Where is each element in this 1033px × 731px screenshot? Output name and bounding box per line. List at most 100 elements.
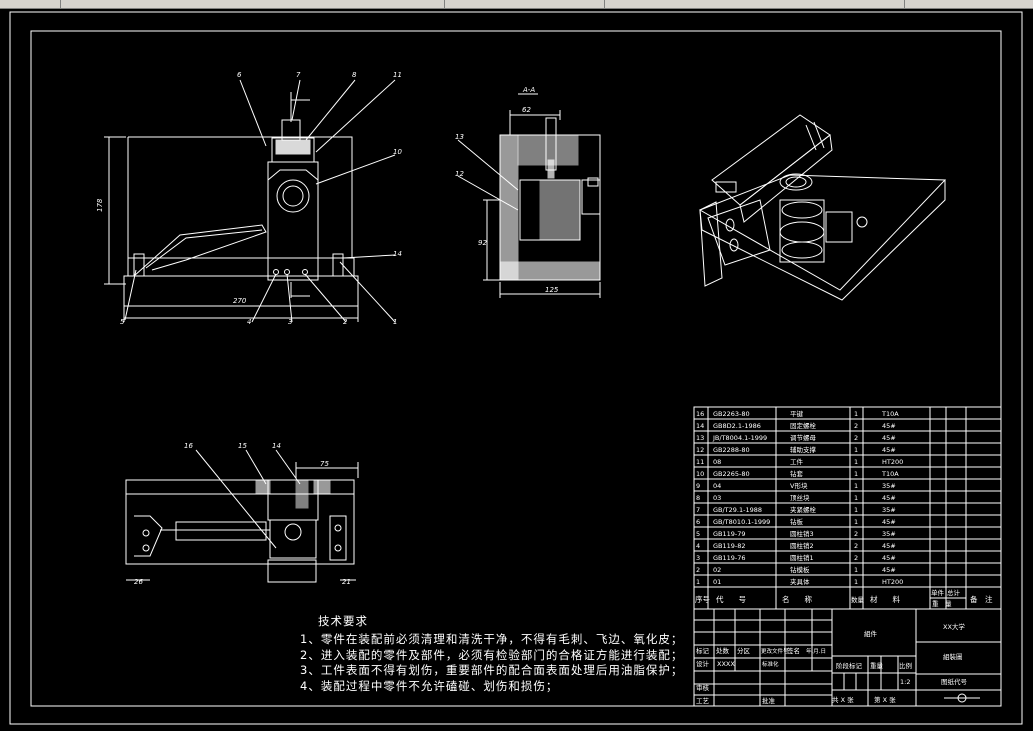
bom-cell-qty: 2 — [854, 554, 858, 562]
bom-cell-code: 02 — [713, 566, 721, 574]
bom-cell-name: V形块 — [790, 481, 808, 490]
bom-cell-qty: 1 — [854, 518, 858, 526]
bom-cell-name: 夹具体 — [790, 577, 810, 586]
bom-cell-no: 5 — [696, 530, 700, 538]
bom-cell-code: GB119-82 — [713, 542, 746, 550]
front-width-dim: 270 — [233, 297, 247, 305]
callout-5: 5 — [120, 318, 125, 326]
bom-cell-qty: 1 — [854, 506, 858, 514]
bom-cell-material: 45# — [882, 554, 896, 562]
bom-cell-code: GB/T29.1-1988 — [713, 506, 762, 514]
bom-cell-code: GB2263-80 — [713, 410, 750, 418]
bom-cell-name: 调节螺母 — [790, 433, 817, 442]
assembly-name: 組件 — [864, 629, 878, 638]
bom-header-qty: 数量 — [851, 595, 865, 604]
bom-cell-material: 45# — [882, 446, 896, 454]
approve-label: 批准 — [762, 696, 776, 705]
bom-cell-qty: 1 — [854, 494, 858, 502]
bom-cell-material: 45# — [882, 542, 896, 550]
signature-label: 签名 — [787, 646, 800, 655]
technical-requirements: 技术要求 1、零件在装配前必须清理和清洗干净，不得有毛刺、飞边、氧化皮； 2、进… — [300, 613, 683, 694]
bom-cell-no: 4 — [696, 542, 700, 550]
bom-cell-code: 04 — [713, 482, 721, 490]
drawing-frame — [30, 30, 1002, 707]
top-view — [125, 449, 359, 583]
bom-cell-qty: 1 — [854, 578, 858, 586]
bom-cell-material: 45# — [882, 566, 896, 574]
callout-8: 8 — [352, 71, 357, 79]
bom-cell-name: 辅助支撑 — [790, 445, 817, 454]
school-name: XX大学 — [943, 622, 965, 631]
document-tab-1[interactable] — [0, 0, 61, 8]
top-callout-14: 14 — [272, 442, 281, 450]
bom-cell-code: 03 — [713, 494, 721, 502]
callout-14: 14 — [393, 250, 402, 258]
scale-value: 1:2 — [900, 678, 910, 686]
bom-header-note: 备 注 — [970, 594, 993, 604]
bom-cell-no: 13 — [696, 434, 704, 442]
mark-label: 标记 — [696, 646, 710, 655]
bom-cell-name: 钻模板 — [790, 565, 810, 574]
bom-cell-no: 8 — [696, 494, 700, 502]
section-left-dim: 92 — [478, 239, 487, 247]
bom-cell-qty: 1 — [854, 458, 858, 466]
bom-cell-code: GB8D2.1-1986 — [713, 422, 761, 430]
bom-cell-no: 9 — [696, 482, 700, 490]
change-doc-label: 更改文件号 — [761, 647, 789, 655]
bom-cell-material: 45# — [882, 422, 896, 430]
bom-cell-qty: 1 — [854, 446, 858, 454]
process-label: 工艺 — [696, 697, 710, 705]
bom-cell-material: 45# — [882, 434, 896, 442]
stage-label: 阶段标记 — [836, 661, 863, 670]
bom-cell-no: 16 — [696, 410, 704, 418]
bom-cell-name: 圆柱销2 — [790, 541, 814, 550]
tech-requirement-1: 1、零件在装配前必须清理和清洗干净，不得有毛刺、飞边、氧化皮； — [300, 632, 684, 646]
section-top-dim: 62 — [522, 106, 531, 114]
bom-cell-no: 11 — [696, 458, 704, 466]
front-view — [104, 79, 396, 323]
top-callout-15: 15 — [238, 442, 247, 450]
tech-requirements-title: 技术要求 — [318, 614, 368, 628]
callout-3: 3 — [288, 318, 292, 326]
bom-cell-material: 35# — [882, 506, 896, 514]
tech-requirement-3: 3、工件表面不得有划伤，重要部件的配合面表面处理后用油脂保护； — [300, 663, 684, 677]
top-left-dim: 26 — [134, 578, 143, 586]
bom-header-code: 代 号 — [716, 594, 746, 604]
count-label: 处数 — [716, 646, 730, 655]
tech-requirement-4: 4、装配过程中零件不允许磕碰、划伤和损伤； — [300, 678, 559, 693]
callout-6: 6 — [237, 71, 242, 79]
bom-cell-code: GB2265-80 — [713, 470, 750, 478]
zone-label: 分区 — [737, 646, 751, 655]
bom-cell-name: 固定螺栓 — [790, 421, 817, 430]
bom-cell-name: 圆柱销3 — [790, 529, 814, 538]
bom-cell-name: 工件 — [790, 457, 804, 466]
bom-cell-qty: 1 — [854, 482, 858, 490]
bom-cell-qty: 2 — [854, 530, 858, 538]
weight-label: 重量 — [870, 662, 884, 670]
bom-cell-no: 10 — [696, 470, 704, 478]
bom-cell-material: T10A — [881, 470, 899, 478]
bom-cell-qty: 1 — [854, 410, 858, 418]
bom-cell-name: 顶丝块 — [790, 493, 810, 502]
bom-cell-no: 2 — [696, 566, 700, 574]
callout-11: 11 — [393, 71, 402, 79]
bom-cell-qty: 2 — [854, 422, 858, 430]
bom-cell-no: 14 — [696, 422, 704, 430]
bom-cell-code: 08 — [713, 458, 721, 466]
bom-cell-code: GB119-79 — [713, 530, 746, 538]
top-top-dim: 75 — [320, 460, 329, 468]
bom-cell-material: 45# — [882, 494, 896, 502]
bom-cell-name: 圆柱销1 — [790, 553, 814, 562]
bom-header-name: 名 称 — [782, 594, 812, 604]
bom-cell-qty: 1 — [854, 566, 858, 574]
bill-of-materials — [693, 406, 1002, 610]
bom-cell-name: 钻套 — [790, 469, 804, 478]
document-tab-2[interactable] — [60, 0, 445, 8]
document-tab-3[interactable] — [444, 0, 605, 8]
bom-cell-no: 1 — [696, 578, 700, 586]
bom-cell-code: GB/T8010.1-1999 — [713, 518, 770, 526]
bom-cell-material: HT200 — [882, 458, 903, 466]
scale-label: 比例 — [899, 661, 912, 670]
document-tab-4[interactable] — [604, 0, 905, 8]
